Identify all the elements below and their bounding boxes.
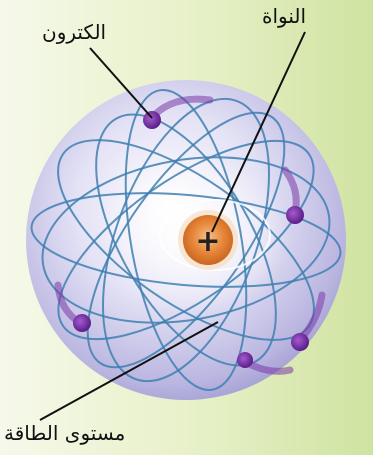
nucleus-label: النواة	[262, 6, 306, 26]
electron	[286, 206, 304, 224]
energy-level-label: مستوى الطاقة	[4, 423, 125, 443]
electron	[291, 333, 309, 351]
electron-label: الكترون	[42, 22, 106, 42]
nucleus: +	[178, 210, 238, 270]
electron	[237, 352, 253, 368]
nucleus-charge-symbol: +	[195, 224, 220, 259]
electron	[143, 111, 161, 129]
electron	[73, 314, 91, 332]
